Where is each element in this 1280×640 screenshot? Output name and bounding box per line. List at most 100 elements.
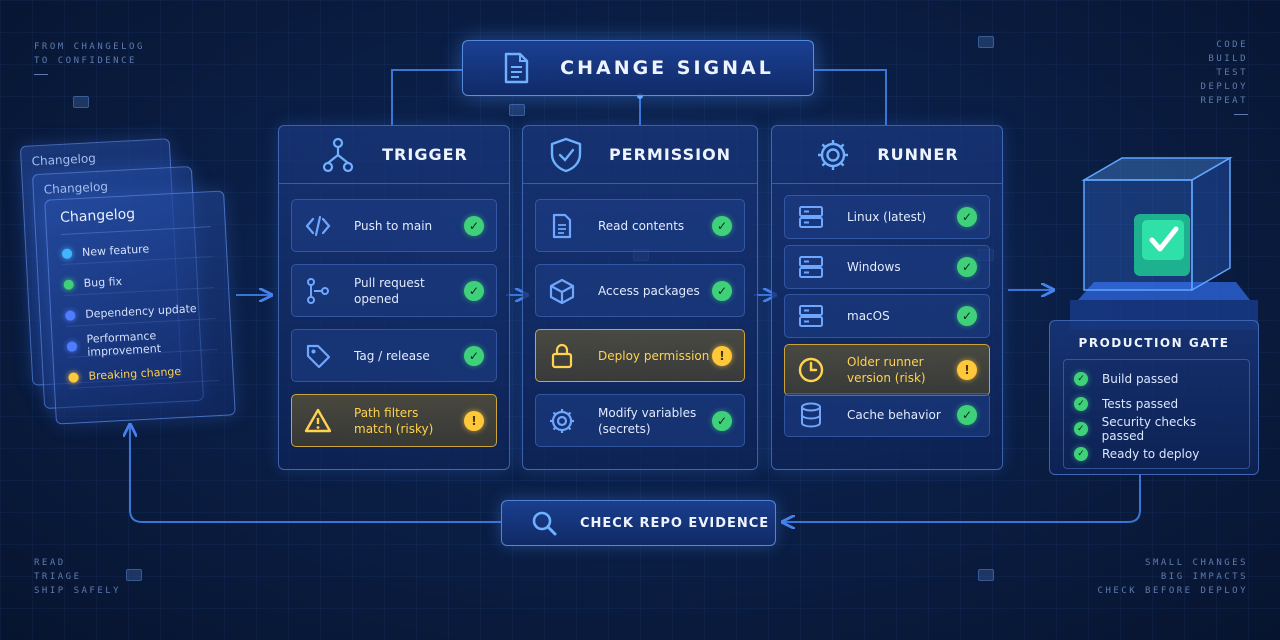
change-signal-header: CHANGE SIGNAL	[462, 40, 814, 96]
gate-check-item: ✓Tests passed	[1074, 391, 1239, 416]
check-icon: ✓	[464, 280, 484, 301]
permission-row[interactable]: Deploy permission!	[535, 329, 745, 382]
lock-icon	[548, 342, 576, 370]
runner-row[interactable]: Linux (latest) ✓	[784, 195, 990, 239]
search-icon	[532, 511, 557, 536]
changelog-dot	[63, 278, 74, 290]
evidence-to-changelog-arrow	[130, 426, 501, 523]
decorative-badge	[978, 569, 994, 581]
git-branch-icon	[323, 137, 354, 172]
gate-to-evidence-arrow	[784, 475, 1141, 522]
production-gate-panel: PRODUCTION GATE ✓ Build passed ✓Tests pass…	[1049, 320, 1259, 475]
check-icon: ✓	[957, 207, 977, 227]
server-icon	[797, 253, 825, 281]
runner-title: RUNNER	[877, 145, 959, 164]
package-icon	[548, 277, 576, 305]
decorative-badge	[509, 104, 525, 116]
permission-title: PERMISSION	[608, 145, 732, 164]
production-gate-cube-icon	[1070, 156, 1258, 330]
permission-row-label: Modify variables (secrets)	[598, 405, 697, 436]
check-icon: ✓	[957, 405, 977, 425]
decorative-badge	[978, 36, 994, 48]
runner-column: RUNNER Linux (latest) ✓ Windows ✓ macOS ✓ Olde…	[771, 125, 1003, 470]
gate-check-label: Build passed	[1102, 371, 1179, 386]
changelog-item-label: Breaking change	[88, 364, 182, 383]
permission-row[interactable]: Read contents✓	[535, 199, 745, 252]
trigger-row[interactable]: Pull request opened ✓	[291, 264, 497, 317]
server-icon	[797, 203, 825, 231]
runner-row[interactable]: Windows ✓	[784, 244, 990, 289]
runner-row-label: macOS	[847, 309, 890, 323]
document-icon	[504, 52, 529, 84]
runner-row[interactable]: Older runner version (risk)!	[784, 343, 990, 396]
runner-row[interactable]: Cache behavior✓	[784, 393, 990, 437]
changelog-item-label: Performance improvement	[86, 328, 162, 359]
permission-column: PERMISSION Read contents✓ Access packages…	[522, 125, 758, 470]
permission-row[interactable]: Access packages✓	[535, 264, 745, 317]
trigger-row-label: Push to main	[354, 218, 433, 233]
changelog-item-label: Bug fix	[83, 274, 123, 290]
changelog-item: Dependency update	[64, 301, 216, 327]
runner-row-label: Older runner version (risk)	[847, 354, 926, 385]
database-icon	[797, 401, 825, 429]
changelog-title: Changelog	[59, 202, 211, 236]
server-icon	[797, 302, 825, 330]
gear-icon	[548, 407, 576, 435]
production-gate-checklist: ✓ Build passed ✓Tests passed✓Security chec…	[1063, 359, 1250, 469]
trigger-row-label: Path filters match (risky)	[354, 405, 434, 436]
trigger-row[interactable]: Push to main ✓	[291, 199, 497, 252]
runner-header: RUNNER	[772, 126, 1002, 184]
change-signal-title: CHANGE SIGNAL	[560, 57, 774, 79]
tag-icon	[304, 342, 332, 370]
trigger-header: TRIGGER	[279, 126, 509, 184]
trigger-row-label: Tag / release	[354, 348, 430, 363]
code-icon	[304, 212, 332, 240]
runner-row[interactable]: macOS ✓	[784, 294, 990, 338]
gate-check-item: ✓ Build passed	[1074, 366, 1239, 391]
decorative-badge	[126, 569, 142, 581]
trigger-row-label: Pull request opened	[354, 275, 425, 306]
changelog-item: Breaking change	[68, 362, 219, 389]
pull-request-icon	[304, 277, 332, 305]
alert-icon: !	[464, 410, 484, 431]
changelog-item: New feature	[61, 239, 213, 265]
decorative-badge	[73, 96, 89, 108]
check-icon: ✓	[1074, 421, 1088, 436]
gear-icon	[818, 139, 849, 170]
trigger-row[interactable]: Tag / release ✓	[291, 329, 497, 382]
permission-row[interactable]: Modify variables (secrets) ✓	[535, 394, 745, 447]
runner-row-label: Linux (latest)	[847, 210, 927, 224]
gate-check-item: ✓Ready to deploy	[1074, 441, 1239, 466]
check-repo-evidence-button[interactable]: CHECK REPO EVIDENCE	[501, 500, 776, 546]
signal-to-runner-line	[814, 69, 887, 125]
check-icon: ✓	[957, 306, 977, 326]
check-icon: ✓	[712, 410, 732, 431]
shield-icon	[550, 137, 582, 172]
changelog-dot	[68, 371, 79, 383]
check-icon: ✓	[957, 256, 977, 277]
trigger-title: TRIGGER	[382, 145, 468, 164]
check-icon: ✓	[1074, 371, 1088, 386]
check-icon: ✓	[464, 345, 484, 366]
runner-row-label: Windows	[847, 259, 901, 274]
changelog-item-label: New feature	[81, 242, 150, 259]
gate-check-item: ✓Security checks passed	[1074, 415, 1239, 443]
changelog-dot	[65, 309, 76, 321]
changelog-item: Bug fix	[63, 270, 215, 296]
permission-header: PERMISSION	[523, 126, 757, 184]
changelog-dot	[61, 247, 73, 259]
alert-icon: !	[957, 359, 977, 380]
production-gate-title: PRODUCTION GATE	[1078, 336, 1230, 350]
document-icon	[548, 212, 576, 240]
permission-row-label: Deploy permission	[598, 348, 710, 363]
warning-icon	[304, 407, 332, 435]
trigger-row[interactable]: Path filters match (risky)!	[291, 394, 497, 447]
check-icon: ✓	[464, 215, 484, 236]
